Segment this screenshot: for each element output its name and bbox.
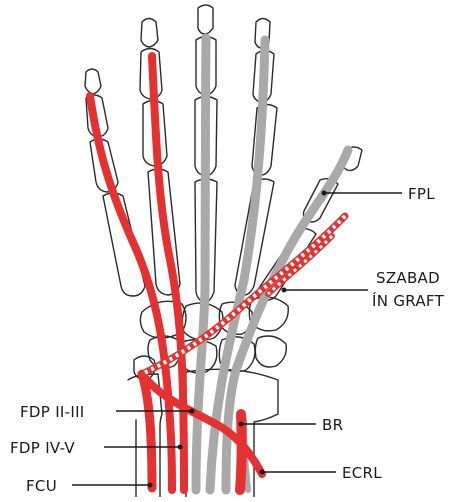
red-tendons <box>90 56 262 490</box>
label-graft-line1: SZABAD <box>376 269 440 287</box>
fcu-tendon <box>142 374 152 488</box>
label-fpl: FPL <box>408 185 435 203</box>
label-ecrl: ECRL <box>342 464 382 482</box>
label-fdp-4-5: FDP IV-V <box>10 439 75 457</box>
label-graft-line2: ÍN GRAFT <box>372 291 445 310</box>
label-fdp-2-3: FDP II-III <box>20 403 85 421</box>
label-fcu: FCU <box>26 477 57 495</box>
label-br: BR <box>322 416 343 434</box>
